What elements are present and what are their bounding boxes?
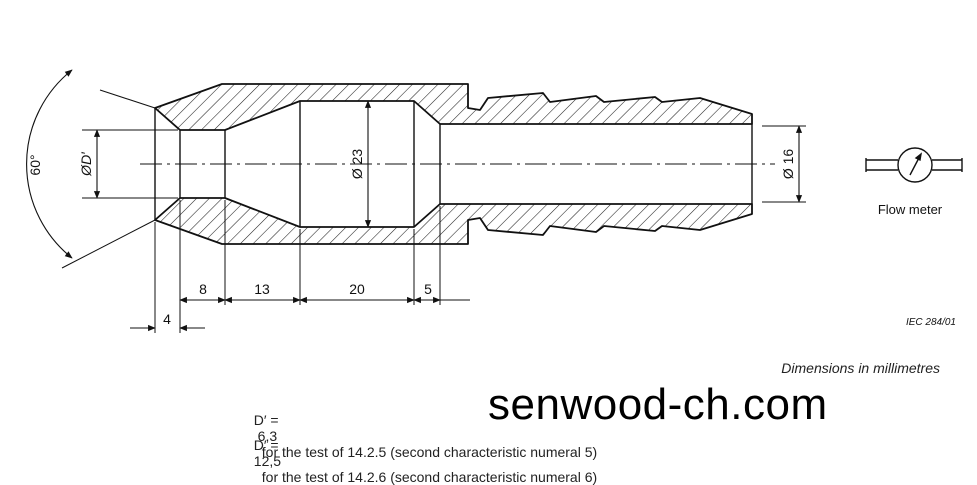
dim-5-label: 5 [424, 281, 432, 297]
note-line-2: D′ = 12,5 for the test of 14.2.6 (second… [246, 421, 597, 485]
note-2-text: for the test of 14.2.6 (second character… [261, 469, 598, 485]
technical-drawing: 4 8 13 20 5 60° ØD′ Ø 23 Ø 16 Flow meter… [26, 69, 963, 333]
flow-meter-label: Flow meter [878, 202, 943, 217]
watermark: senwood-ch.com [488, 380, 828, 429]
dim-8-label: 8 [199, 281, 207, 297]
note-2-value: 12,5 [253, 453, 282, 469]
upper-section-hatch [154, 83, 753, 131]
note-1-value: 6,3 [253, 428, 278, 444]
dim-20-label: 20 [349, 281, 365, 297]
angle-label: 60° [27, 154, 43, 175]
dim-4-label: 4 [163, 311, 171, 327]
figure-reference: IEC 284/01 [906, 317, 956, 328]
flow-meter-icon [865, 147, 963, 183]
dim-13-label: 13 [254, 281, 270, 297]
diameter-16-label: Ø 16 [780, 149, 796, 180]
diameter-23-label: Ø 23 [349, 149, 365, 180]
dimension-lines [26, 69, 803, 332]
lower-section-hatch [154, 197, 753, 245]
diameter-d-label: ØD′ [78, 151, 94, 177]
units-note: Dimensions in millimetres [781, 360, 940, 376]
extension-lines [61, 89, 806, 333]
note-2-symbol: D′ = [253, 437, 279, 453]
note-1-symbol: D′ = [253, 412, 279, 428]
